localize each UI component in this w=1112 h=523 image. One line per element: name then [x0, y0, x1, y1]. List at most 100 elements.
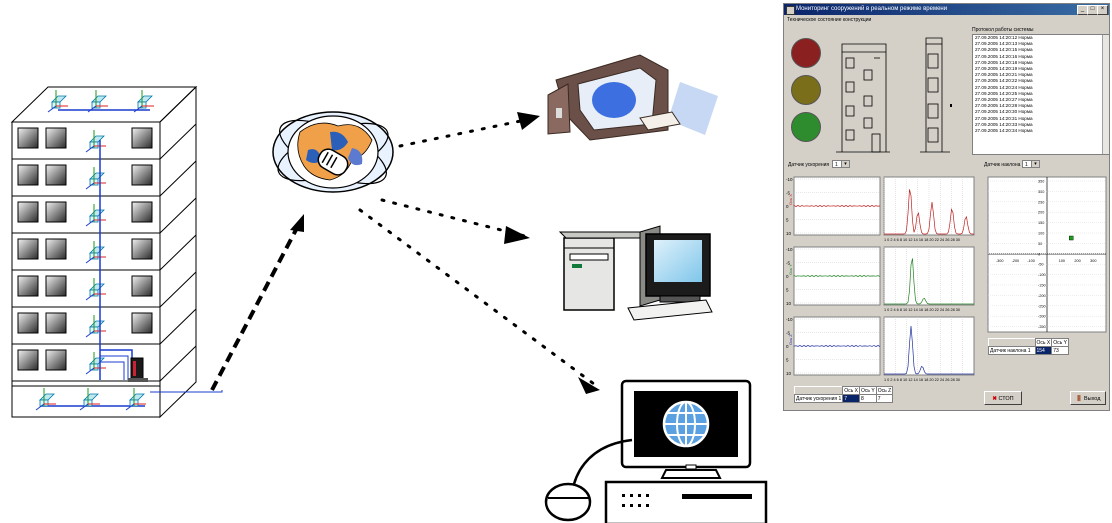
exit-button[interactable]: 🚪 Выход	[1070, 391, 1106, 405]
status-light-yellow	[791, 75, 821, 105]
tilt-x-tick: -300	[996, 259, 1004, 263]
sensor-icon	[35, 388, 56, 411]
log-entry[interactable]: 27.09.2005 14:20:22 Норма	[975, 78, 1033, 84]
time-axis-tick: 0	[786, 274, 789, 279]
time-axis-name: Ось Z	[788, 334, 793, 345]
tilt-y-tick: -200	[1038, 294, 1046, 298]
log-entry[interactable]: 27.09.2005 14:20:21 Норма	[975, 72, 1033, 78]
time-axis-tick: 5	[786, 218, 789, 223]
workstation-1-icon	[547, 54, 718, 141]
tilt-y-tick: -150	[1038, 284, 1046, 288]
window-pane-icon	[45, 238, 67, 260]
tilt-point	[1069, 235, 1074, 241]
tilt-row-label: Датчик наклона 1	[988, 346, 1036, 355]
log-label: Протокол работы системы	[972, 27, 1034, 33]
accel-value-z: 7	[875, 394, 894, 403]
window-title: Мониторинг сооружений в реальном режиме …	[796, 6, 948, 12]
floor-side-line	[159, 308, 197, 345]
tilt-sensor-select[interactable]: 1▾	[1022, 160, 1040, 168]
tilt-y-tick: -50	[1038, 263, 1044, 267]
stop-button[interactable]: ✖ СТОП	[984, 391, 1022, 405]
accel-value-x: 7	[842, 394, 861, 403]
accel-sensor-select[interactable]: 1▾	[832, 160, 850, 168]
log-entry[interactable]: 27.09.2005 14:20:30 Норма	[975, 109, 1033, 115]
frequency-axis-ticks: 1 0 2 4 6 8 10 12 14 16 18 20 22 24 26 2…	[884, 308, 960, 312]
sensor-icon	[125, 388, 146, 411]
sensor-icon	[85, 352, 106, 375]
window-pane-icon	[131, 275, 153, 297]
log-entry[interactable]: 27.09.2005 14:20:33 Норма	[975, 121, 1033, 127]
log-scrollbar[interactable]	[1102, 35, 1109, 154]
log-entry[interactable]: 27.09.2005 14:20:24 Норма	[975, 84, 1033, 90]
tech-state-label: Техническое состояние конструкции	[787, 17, 872, 23]
floor-side-line	[159, 197, 197, 234]
time-axis-tick: -10	[786, 317, 793, 322]
building-to-network-arrowhead	[290, 214, 304, 232]
workstation-2-icon	[558, 225, 713, 321]
tilt-x-tick: 300	[1090, 259, 1096, 263]
structure-state-panel	[786, 24, 968, 154]
spectrum-line	[884, 258, 974, 305]
time-axis-name: Ось Y	[788, 264, 793, 275]
window-pane-icon	[17, 275, 39, 297]
log-entry[interactable]: 27.09.2005 14:20:25 Норма	[975, 90, 1033, 96]
time-axis-tick: -10	[786, 177, 793, 182]
status-light-red	[791, 38, 821, 68]
log-entry[interactable]: 27.09.2005 14:20:18 Норма	[975, 59, 1033, 65]
log-entry[interactable]: 27.09.2005 14:20:19 Норма	[975, 66, 1033, 72]
log-entry[interactable]: 27.09.2005 14:20:27 Норма	[975, 97, 1033, 103]
building-to-network-arrow	[210, 225, 300, 391]
floor-side-line	[159, 123, 197, 160]
window-pane-icon	[131, 127, 153, 149]
log-entry[interactable]: 27.09.2005 14:20:16 Норма	[975, 53, 1033, 59]
spectrum-plot: 1 0 2 4 6 8 10 12 14 16 18 20 22 24 26 2…	[883, 316, 975, 382]
window-pane-icon	[131, 164, 153, 186]
window-pane-icon	[17, 312, 39, 334]
window-titlebar: Мониторинг сооружений в реальном режиме …	[784, 4, 1109, 15]
tilt-y-tick: 300	[1038, 190, 1044, 194]
log-entry[interactable]: 27.09.2005 14:20:34 Норма	[975, 128, 1033, 134]
close-button[interactable]: ×	[1097, 5, 1108, 15]
sensor-icon	[133, 90, 154, 113]
log-entry[interactable]: 27.09.2005 14:20:15 Норма	[975, 47, 1033, 53]
tilt-sensor-label: Датчик наклона	[984, 162, 1021, 168]
time-axis-tick: -5	[786, 191, 790, 196]
log-entry[interactable]: 27.09.2005 14:20:12 Норма	[975, 35, 1033, 40]
log-entry[interactable]: 27.09.2005 14:20:13 Норма	[975, 41, 1033, 47]
window-pane-icon	[17, 127, 39, 149]
log-entry[interactable]: 27.09.2005 14:20:31 Норма	[975, 115, 1033, 121]
tilt-x-tick: -200	[1012, 259, 1020, 263]
spectrum-line	[884, 325, 974, 375]
time-axis-tick: -5	[786, 261, 790, 266]
window-pane-icon	[17, 164, 39, 186]
log-entry[interactable]: 27.09.2005 14:20:28 Норма	[975, 103, 1033, 109]
spectrum-plot: 1 0 2 4 6 8 10 12 14 16 18 20 22 24 26 2…	[883, 246, 975, 312]
time-axis-tick: -5	[786, 331, 790, 336]
chevron-down-icon: ▾	[1031, 161, 1039, 167]
tilt-x-tick: 200	[1074, 259, 1080, 263]
accel-col-y: Ось Y	[859, 386, 877, 395]
structure-drawings	[836, 37, 952, 153]
tilt-y-tick: 350	[1038, 180, 1044, 184]
window-pane-icon	[17, 349, 39, 371]
network-links	[358, 112, 600, 394]
window-pane-icon	[131, 238, 153, 260]
tilt-y-tick: -350	[1038, 325, 1046, 329]
time-axis-tick: 0	[786, 344, 789, 349]
window-pane-icon	[17, 238, 39, 260]
time-axis-tick: 10	[786, 371, 792, 376]
tilt-y-tick: -250	[1038, 304, 1046, 308]
time-axis-tick: 10	[786, 301, 792, 306]
tilt-col-y: Ось Y	[1051, 338, 1069, 347]
sensor-icon	[79, 388, 100, 411]
accel-sensor-label: Датчик ускорения	[788, 162, 830, 168]
chevron-down-icon: ▾	[841, 161, 849, 167]
window-pane-icon	[45, 275, 67, 297]
floor-side-line	[159, 86, 197, 123]
frequency-axis-ticks: 1 0 2 4 6 8 10 12 14 16 18 20 22 24 26 2…	[884, 378, 960, 382]
